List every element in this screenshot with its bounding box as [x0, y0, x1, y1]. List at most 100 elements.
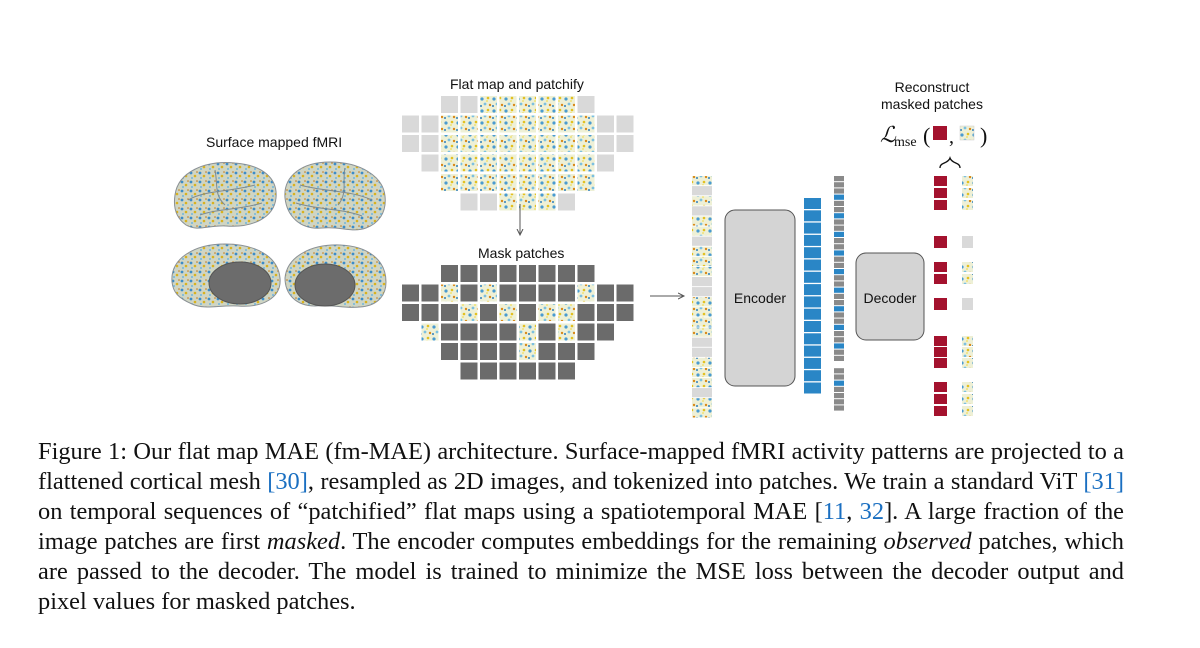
- masked-patch: [441, 323, 458, 341]
- reconstructed-patch: [934, 176, 947, 186]
- flatmap-patch: [538, 115, 556, 133]
- flatmap-patch: [577, 96, 595, 113]
- flatmap-patch: [480, 193, 497, 211]
- citation-32[interactable]: 32: [859, 498, 885, 525]
- masked-patch: [480, 265, 497, 282]
- masked-patch: [558, 343, 575, 360]
- masked-patch: [460, 284, 478, 302]
- reconstructed-patch: [934, 236, 947, 248]
- input-token: [692, 317, 712, 327]
- loss-expression: ℒ mse ( , ): [880, 122, 987, 150]
- reconstructed-output-column: [934, 176, 947, 416]
- flatmap-patch: [480, 115, 497, 133]
- masked-patch: [577, 343, 595, 360]
- target-patch: [962, 274, 973, 284]
- decoder-embedding: [834, 306, 844, 312]
- masked-patch: [577, 323, 595, 341]
- input-token: [692, 236, 712, 246]
- reconstructed-patch: [934, 262, 947, 272]
- flatmap-patch: [558, 96, 575, 113]
- mask-token: [834, 349, 844, 355]
- mask-token: [834, 368, 844, 374]
- brain-medial-left: [171, 243, 281, 308]
- mask-token: [834, 405, 844, 411]
- encoder-embedding-column: [804, 198, 821, 394]
- target-patch: [962, 358, 973, 368]
- masked-patch: [441, 343, 458, 360]
- decoder-embedding: [834, 287, 844, 293]
- masked-patch: [460, 343, 478, 360]
- mask-label: Mask patches: [478, 245, 564, 261]
- reconstructed-patch: [934, 358, 947, 368]
- target-patch: [962, 336, 973, 346]
- masked-patch: [421, 284, 439, 302]
- citation-30[interactable]: [30]: [267, 468, 308, 495]
- flatmap-patch: [558, 135, 575, 152]
- masked-patch: [499, 343, 517, 360]
- masked-patch: [577, 265, 595, 282]
- target-patch: [962, 406, 973, 416]
- embedding-token: [804, 271, 821, 283]
- embedding-token: [804, 308, 821, 320]
- mask-token: [834, 188, 844, 194]
- embedding-token: [804, 259, 821, 271]
- target-patch: [962, 394, 973, 404]
- target-patch: [962, 382, 973, 392]
- mask-token: [834, 281, 844, 287]
- masked-patch: [499, 323, 517, 341]
- masked-patch: [480, 343, 497, 360]
- masked-patch: [499, 362, 517, 380]
- target-patch: [962, 298, 973, 310]
- embedding-token: [804, 234, 821, 246]
- input-token: [692, 206, 712, 216]
- loss-symbol: ℒ: [880, 122, 897, 147]
- svg-text:): ): [980, 123, 987, 148]
- embedding-token: [804, 198, 821, 209]
- embedding-token: [804, 357, 821, 369]
- flatmap-patch: [519, 115, 536, 133]
- mask-token: [834, 331, 844, 337]
- reconstruct-label-line1: Reconstruct: [895, 79, 970, 95]
- flatmap-patch: [499, 135, 517, 152]
- input-token: [692, 307, 712, 317]
- masked-patch: [441, 265, 458, 282]
- masked-patch: [538, 323, 556, 341]
- masked-patch: [597, 284, 614, 302]
- loss-red-swatch: [933, 126, 947, 140]
- target-patch: [962, 236, 973, 248]
- embedding-token: [804, 333, 821, 345]
- flatmap-patch: [597, 115, 614, 133]
- decoder-embedding: [834, 324, 844, 330]
- mask-token: [834, 262, 844, 268]
- mask-token: [834, 318, 844, 324]
- flatmap-patch: [402, 135, 419, 152]
- figure-caption: Figure 1: Our flat map MAE (fm-MAE) arch…: [38, 438, 1124, 615]
- flatmap-patch: [519, 135, 536, 152]
- masked-patch: [616, 284, 634, 302]
- target-patch: [962, 176, 973, 186]
- input-token: [692, 297, 712, 307]
- embedding-token: [804, 247, 821, 259]
- reconstructed-patch: [934, 394, 947, 404]
- masked-patch: [480, 362, 497, 380]
- citation-11[interactable]: 11: [822, 498, 847, 525]
- decoder-block: Decoder: [855, 252, 925, 341]
- embedding-token: [804, 345, 821, 357]
- brain-lateral-left: [173, 162, 277, 229]
- decoder-embedding: [834, 343, 844, 349]
- visible-patch: [460, 304, 478, 321]
- flatmap-patch: [421, 154, 439, 172]
- input-token: [692, 398, 712, 408]
- visible-patch: [480, 284, 497, 302]
- visible-patch: [577, 284, 595, 302]
- mask-token: [834, 393, 844, 399]
- flatmap-patch: [460, 174, 478, 191]
- flatmap-patch: [460, 135, 478, 152]
- citation-31[interactable]: [31]: [1083, 468, 1124, 495]
- flatmap-patch: [480, 135, 497, 152]
- reconstructed-patch: [934, 200, 947, 210]
- mask-token: [834, 399, 844, 405]
- masked-patch: [538, 284, 556, 302]
- visible-patch: [558, 323, 575, 341]
- embedding-token: [804, 382, 821, 394]
